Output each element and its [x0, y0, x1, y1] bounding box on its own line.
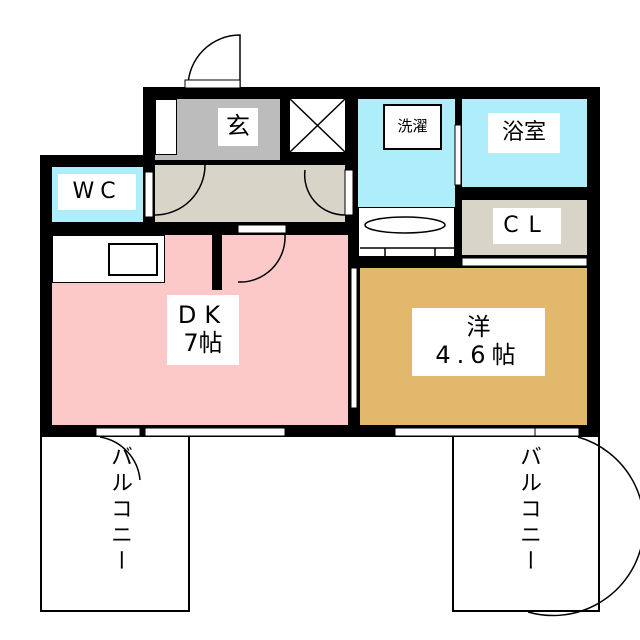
room-label-closet: CL: [493, 208, 561, 244]
hallway: [155, 165, 345, 222]
room-label-wc: WC: [58, 174, 136, 210]
dk-size: 7帖: [183, 329, 223, 357]
western-name: 洋: [466, 313, 491, 342]
balcony-left-label: バルコニー: [107, 445, 132, 575]
room-label-entrance: 玄: [218, 108, 258, 146]
dk-name: DK: [177, 301, 229, 330]
balcony-right-label: バルコニー: [516, 445, 541, 575]
balcony-right: [452, 437, 600, 612]
shoe-cabinet: [155, 99, 177, 155]
entry-door-swing: [187, 34, 241, 88]
room-label-western: 洋 4.6帖: [412, 308, 545, 376]
balcony-left: [40, 437, 190, 612]
western-size: 4.6帖: [435, 341, 522, 369]
room-label-bath: 浴室: [488, 113, 560, 153]
sink: [108, 243, 158, 276]
partition-wall: [212, 232, 222, 290]
room-label-dk: DK 7帖: [167, 295, 239, 365]
room-label-washing: 洗濯: [383, 104, 442, 150]
